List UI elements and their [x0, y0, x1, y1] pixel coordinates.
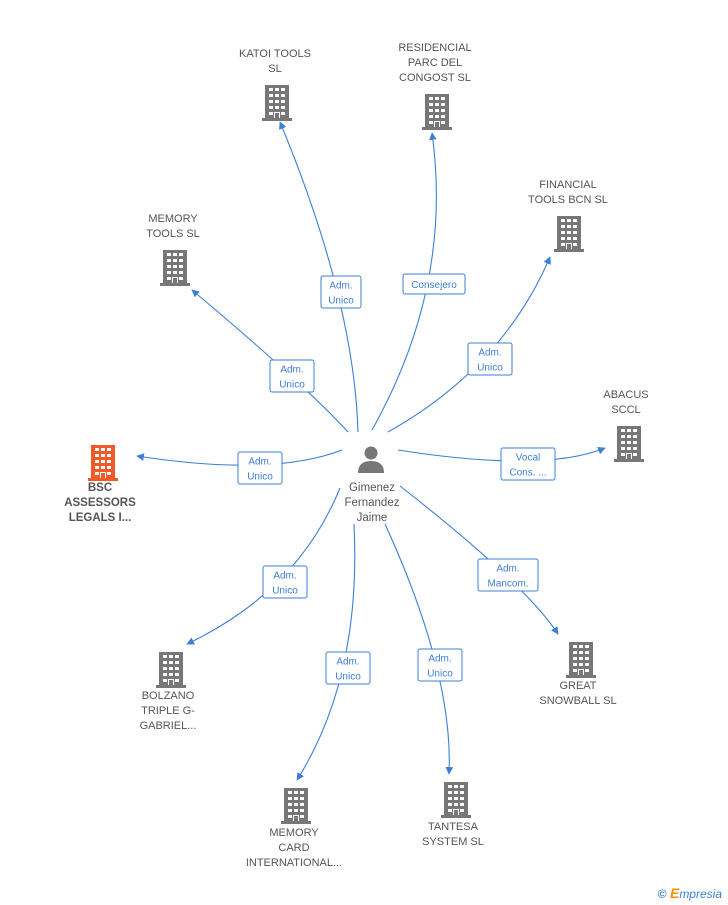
edge-label-text-tantesa-1: Adm. — [428, 654, 451, 665]
building-icon — [614, 426, 644, 462]
company-node-residencial[interactable]: RESIDENCIAL PARC DEL CONGOST SL — [398, 42, 472, 130]
edge-label-financial[interactable]: Adm. Unico — [467, 342, 513, 376]
nodes-layer: KATOI TOOLS SL RESIDENCIAL PARC DEL CONGOST … — [64, 42, 648, 869]
company-label-memory-card-line-3: INTERNATIONAL... — [246, 857, 342, 869]
company-node-tantesa[interactable]: TANTESA SYSTEM SL — [422, 782, 484, 848]
company-label-great-line-1: GREAT — [559, 680, 596, 692]
building-icon — [422, 94, 452, 130]
building-icon — [156, 652, 186, 688]
edge-label-text-bsc-2: Unico — [247, 472, 273, 483]
edge-label-memory-tools[interactable]: Adm. Unico — [269, 359, 315, 393]
company-label-memory-tools-line-1: MEMORY — [148, 213, 198, 225]
edge-label-text-bsc-1: Adm. — [248, 457, 271, 468]
building-icon — [554, 216, 584, 252]
company-label-abacus-line-1: ABACUS — [603, 389, 648, 401]
company-label-bsc-line-2: ASSESSORS — [64, 497, 136, 509]
edge-label-text-tantesa-2: Unico — [427, 669, 453, 680]
edge-label-text-memory-card-1: Adm. — [336, 657, 359, 668]
edge-label-text-katoi-1: Adm. — [329, 281, 352, 292]
company-node-financial[interactable]: FINANCIAL TOOLS BCN SL — [528, 179, 608, 252]
company-label-bolzano-line-1: BOLZANO — [142, 690, 195, 702]
company-label-residencial-line-2: PARC DEL — [408, 57, 462, 69]
edge-label-text-bolzano-1: Adm. — [273, 571, 296, 582]
edge-great: Adm. Mancom. — [399, 485, 559, 635]
edge-financial: Adm. Unico — [387, 256, 551, 433]
edges-layer: Adm.UnicoConsejeroAdm.UnicoAdm.UnicoVoca… — [136, 121, 606, 781]
company-node-abacus[interactable]: ABACUS SCCL — [603, 389, 649, 462]
company-label-residencial-line-1: RESIDENCIAL — [398, 42, 471, 54]
edge-label-text-abacus-2: Cons. ... — [509, 468, 546, 479]
building-icon — [281, 788, 311, 824]
edge-katoi: Adm. Unico — [279, 121, 362, 433]
edge-label-tantesa[interactable]: Adm. Unico — [417, 648, 463, 682]
building-icon — [566, 642, 596, 678]
company-node-memory-tools[interactable]: MEMORY TOOLS SL — [146, 213, 200, 286]
edge-label-text-katoi-2: Unico — [328, 296, 354, 307]
company-label-memory-card-line-2: CARD — [278, 842, 309, 854]
company-label-residencial-line-3: CONGOST SL — [399, 72, 471, 84]
edge-label-text-great-1: Adm. — [496, 564, 519, 575]
company-node-great[interactable]: GREAT SNOWBALL SL — [539, 642, 617, 707]
empresia-watermark[interactable]: © Empresia — [658, 885, 722, 901]
person-label-line-2: Fernandez — [345, 497, 400, 509]
edge-label-katoi[interactable]: Adm. Unico — [320, 275, 362, 309]
company-label-great-line-2: SNOWBALL SL — [539, 695, 616, 707]
building-icon — [441, 782, 471, 818]
company-label-financial-line-1: FINANCIAL — [539, 179, 596, 191]
company-node-bsc[interactable]: BSC ASSESSORS LEGALS I... — [64, 445, 136, 524]
company-node-bolzano[interactable]: BOLZANO TRIPLE G- GABRIEL... — [140, 652, 197, 732]
company-label-tantesa-line-2: SYSTEM SL — [422, 836, 484, 848]
person-label-line-1: Gimenez — [349, 482, 395, 494]
edge-memory-card: Adm. Unico — [296, 523, 371, 781]
brand-initial: E — [669, 885, 680, 901]
edge-label-text-memory-tools-2: Unico — [279, 380, 305, 391]
edge-residencial: Consejero — [371, 132, 466, 431]
building-icon — [262, 85, 292, 121]
company-label-bolzano-line-3: GABRIEL... — [140, 720, 197, 732]
company-label-abacus-line-2: SCCL — [611, 404, 640, 416]
edge-label-great[interactable]: Adm. Mancom. — [477, 558, 539, 592]
brand-name: mpresia — [679, 887, 722, 901]
edge-label-text-great-2: Mancom. — [487, 579, 528, 590]
company-label-memory-card-line-1: MEMORY — [269, 827, 319, 839]
edge-abacus: VocalCons. ... — [397, 447, 606, 481]
building-icon — [88, 445, 118, 481]
edge-label-text-memory-card-2: Unico — [335, 672, 361, 683]
edge-label-text-abacus-1: Vocal — [516, 453, 540, 464]
company-label-bsc-line-3: LEGALS I... — [69, 512, 132, 524]
company-label-bolzano-line-2: TRIPLE G- — [141, 705, 195, 717]
company-label-memory-tools-line-2: TOOLS SL — [146, 228, 200, 240]
company-label-bsc-line-1: BSC — [88, 482, 112, 494]
edge-label-residencial[interactable]: Consejero — [402, 273, 466, 295]
edge-label-text-financial-2: Unico — [477, 363, 503, 374]
edge-label-text-bolzano-2: Unico — [272, 586, 298, 597]
edge-label-memory-card[interactable]: Adm. Unico — [325, 651, 371, 685]
company-label-tantesa-line-1: TANTESA — [428, 821, 479, 833]
edge-label-abacus[interactable]: VocalCons. ... — [500, 447, 556, 481]
edge-label-bolzano[interactable]: Adm. Unico — [262, 565, 308, 599]
edge-label-text-memory-tools-1: Adm. — [280, 365, 303, 376]
edge-label-text-financial-1: Adm. — [478, 348, 501, 359]
edge-bsc: Adm. Unico — [136, 449, 343, 485]
edge-bolzano: Adm. Unico — [186, 487, 341, 645]
building-icon — [160, 250, 190, 286]
company-node-katoi[interactable]: KATOI TOOLS SL — [239, 48, 311, 121]
edge-tantesa: Adm. Unico — [384, 523, 463, 775]
company-node-memory-card[interactable]: MEMORY CARD INTERNATIONAL... — [246, 788, 342, 869]
copyright-symbol: © — [657, 887, 667, 901]
company-label-katoi-line-1: KATOI TOOLS — [239, 48, 311, 60]
person-label-line-3: Jaime — [357, 512, 388, 524]
company-label-financial-line-2: TOOLS BCN SL — [528, 194, 608, 206]
company-label-katoi-line-2: SL — [268, 63, 281, 75]
edge-label-bsc[interactable]: Adm. Unico — [237, 451, 283, 485]
person-icon — [358, 446, 384, 473]
edge-memory-tools: Adm. Unico — [191, 289, 349, 433]
edge-label-text-residencial-1: Consejero — [411, 280, 457, 291]
